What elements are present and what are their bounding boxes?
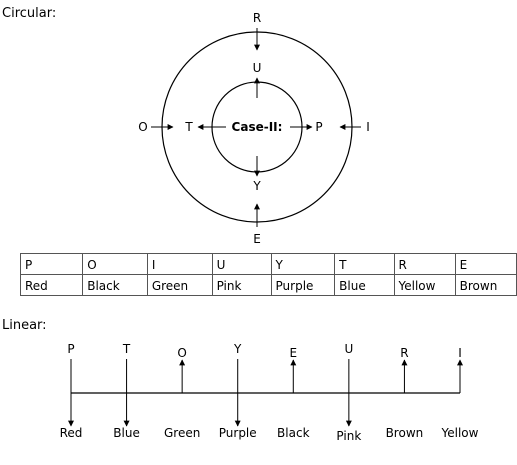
table-cell-color: Pink <box>211 274 272 296</box>
linear-color-label: Black <box>277 426 310 440</box>
table-cell-color: Blue <box>334 274 395 296</box>
outer-person-O: O <box>138 120 147 134</box>
linear-person-P: P <box>67 342 74 356</box>
linear-color-label: Green <box>164 426 200 440</box>
inner-person-T: T <box>184 120 193 134</box>
linear-person-R: R <box>400 346 408 360</box>
table-cell-letter: R <box>393 253 456 275</box>
table-cell-letter: Y <box>270 253 336 275</box>
linear-color-label: Blue <box>113 426 140 440</box>
linear-person-Y: Y <box>233 342 242 356</box>
table-cell-color: Yellow <box>393 274 456 296</box>
circular-section-label: Circular: <box>2 6 57 21</box>
table-cell-color: Black <box>82 274 148 296</box>
outer-person-R: R <box>253 11 261 25</box>
table-cell-letter: O <box>82 253 148 275</box>
linear-section-label: Linear: <box>2 318 47 333</box>
inner-person-P: P <box>315 120 322 134</box>
case-label: Case-II: <box>232 120 283 134</box>
table-cell-color: Green <box>146 274 213 296</box>
inner-person-U: U <box>253 61 262 75</box>
outer-person-I: I <box>366 120 370 134</box>
table-cell-color: Red <box>19 274 84 296</box>
table-cell-letter: U <box>211 253 272 275</box>
linear-color-label: Brown <box>386 426 424 440</box>
outer-person-E: E <box>253 232 261 246</box>
linear-person-U: U <box>344 342 353 356</box>
table-cell-color: Purple <box>270 274 336 296</box>
linear-person-T: T <box>122 342 131 356</box>
linear-color-label: Purple <box>219 426 257 440</box>
linear-color-label: Pink <box>336 429 361 443</box>
table-cell-letter: E <box>454 253 517 275</box>
linear-color-label: Yellow <box>441 426 479 440</box>
linear-person-E: E <box>289 346 297 360</box>
inner-person-Y: Y <box>252 179 261 193</box>
table-cell-letter: P <box>19 253 84 275</box>
linear-person-I: I <box>458 346 462 360</box>
linear-color-label: Red <box>60 426 83 440</box>
table-cell-color: Brown <box>454 274 517 296</box>
circular-arrangement-diagram: Case-II: R O I E U T P Y <box>138 11 370 246</box>
table-cell-letter: I <box>146 253 213 275</box>
table-cell-letter: T <box>334 253 395 275</box>
linear-person-O: O <box>177 346 186 360</box>
